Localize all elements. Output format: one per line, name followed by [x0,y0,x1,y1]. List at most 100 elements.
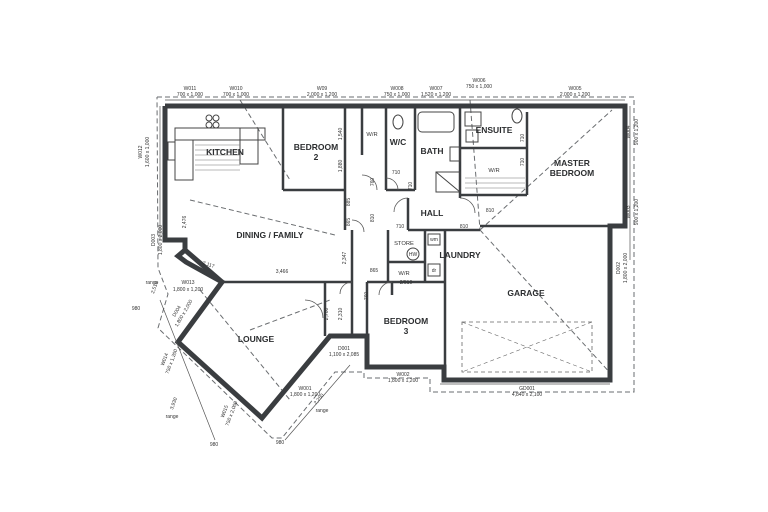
side-window-tags: W012 1,600 x 1,000 D003 1,800 x 2,000 W0… [138,119,640,283]
window-code-w013: W013 [181,280,194,286]
garage-door-code: GD001 [519,386,535,392]
door-code-d004: D004 [172,305,183,319]
window-size-w010: 700 x 1,000 [223,92,249,98]
window-code-w010: W010 [229,86,242,92]
bedroom2-label: BEDROOM [294,142,338,152]
dim-710d: 710 [520,134,526,143]
window-size-w013: 1,800 x 1,200 [173,287,204,293]
window-size-w007: 1,520 x 1,200 [421,92,452,98]
fixtures [167,108,593,373]
dim-2476: 2,476 [182,216,188,229]
window-code-w015: W015 [220,404,230,419]
wr-ensuite-label: W/R [488,168,499,174]
dim-range-2: range [166,414,179,420]
dim-2347: 2,347 [342,252,348,265]
window-size-w001: 1,800 x 1,200 [290,392,321,398]
window-code-w012: W012 [138,145,144,158]
window-size-w002: 1,800 x 1,200 [388,378,419,384]
window-code-w014: W014 [160,352,170,367]
window-code-w003: W003 [626,205,632,218]
door-code-d001: D001 [338,346,350,352]
dim-2117: 2,117 [202,260,216,270]
window-code-w09: W09 [317,86,328,92]
window-code-w002: W002 [396,372,409,378]
dim-980b: 980 [210,442,219,448]
window-code-w004: W004 [626,125,632,138]
dim-3930: 3,930 [169,397,179,411]
hall-label: HALL [421,208,444,218]
door-size-d003: 1,800 x 2,000 [158,225,164,256]
dim-760a: 760 [370,178,376,187]
window-size-w006: 750 x 1,000 [466,84,492,90]
dim-2310: 2,310 [338,308,344,321]
garage-label: GARAGE [507,288,545,298]
dim-2700: 2,700 [324,308,330,321]
window-size-w012: 1,600 x 1,000 [145,137,151,168]
dim-980a: 980 [132,306,141,312]
window-code-w006: W006 [472,78,485,84]
hw-label: HW [409,252,418,258]
window-code-w008: W008 [390,86,403,92]
bottom-window-tags: W002 1,800 x 1,200 GD001 4,840 x 2,100 W… [160,280,542,427]
window-size-w011: 700 x 1,000 [177,92,203,98]
dim-1880: 1,880 [338,160,344,173]
door-size-d002: 1,800 x 2,000 [623,253,629,284]
dim-range-1: range [146,280,159,286]
garage-door-size: 4,840 x 2,100 [512,392,543,398]
roof-outline [156,96,635,439]
window-code-w007: W007 [429,86,442,92]
window-code-w011: W011 [184,86,197,92]
store-label: STORE [394,241,414,247]
dim-710a: 710 [392,170,401,176]
wm-label: wm [430,237,438,243]
dim-710b: 710 [408,182,414,191]
dim-980c: 980 [276,440,285,446]
bedroom2-number: 2 [314,152,319,162]
dim-2510: 2/510 [400,280,413,286]
dim-710e: 710 [520,158,526,167]
dim-3466: 3,466 [276,269,289,275]
door-code-d003: D003 [151,234,157,246]
dim-885: 885 [346,198,352,207]
dimension-lines [159,99,631,441]
wr-top-label: W/R [366,132,377,138]
laundry-label: LAUNDRY [439,250,481,260]
door-swings [304,174,476,319]
interior-walls [222,106,625,380]
dr-label: dr [432,268,437,274]
top-window-tags: W011 700 x 1,000 W010 700 x 1,000 W09 2,… [177,78,590,98]
dining-family-label: DINING / FAMILY [236,230,304,240]
room-labels: KITCHEN BEDROOM 2 W/R W/C BATH ENSUITE W… [206,125,594,344]
wc-label: W/C [390,137,407,147]
master-bedroom-label-1: MASTER [554,158,590,168]
wr-lower-label: W/R [398,271,409,277]
dim-760b: 760 [364,292,370,301]
door-code-d002: D002 [616,262,622,274]
window-size-w005: 2,000 x 1,200 [560,92,591,98]
window-size-w004: 900 x 1,200 [634,119,640,145]
bedroom3-number: 3 [404,326,409,336]
dim-865b: 865 [370,268,379,274]
window-size-w09: 2,000 x 1,200 [307,92,338,98]
window-size-w008: 750 x 1,000 [384,92,410,98]
dim-1540: 1,540 [338,128,344,141]
kitchen-label: KITCHEN [206,147,244,157]
dim-810b: 810 [486,208,495,214]
ensuite-label: ENSUITE [476,125,513,135]
bedroom3-label: BEDROOM [384,316,428,326]
dim-810c: 810 [460,224,469,230]
dim-range-3: range [316,408,329,414]
dim-2510b: 2,510 [150,281,160,295]
window-size-w003: 900 x 1,200 [634,199,640,225]
dim-710c: 710 [396,224,405,230]
lounge-label: LOUNGE [238,334,275,344]
window-code-w001: W001 [298,386,311,392]
door-size-d001: 1,100 x 2,085 [329,352,360,358]
window-code-w005: W005 [568,86,581,92]
dim-810a: 810 [370,214,376,223]
bath-label: BATH [421,146,444,156]
dim-865: 865 [346,218,352,227]
master-bedroom-label-2: BEDROOM [550,168,594,178]
